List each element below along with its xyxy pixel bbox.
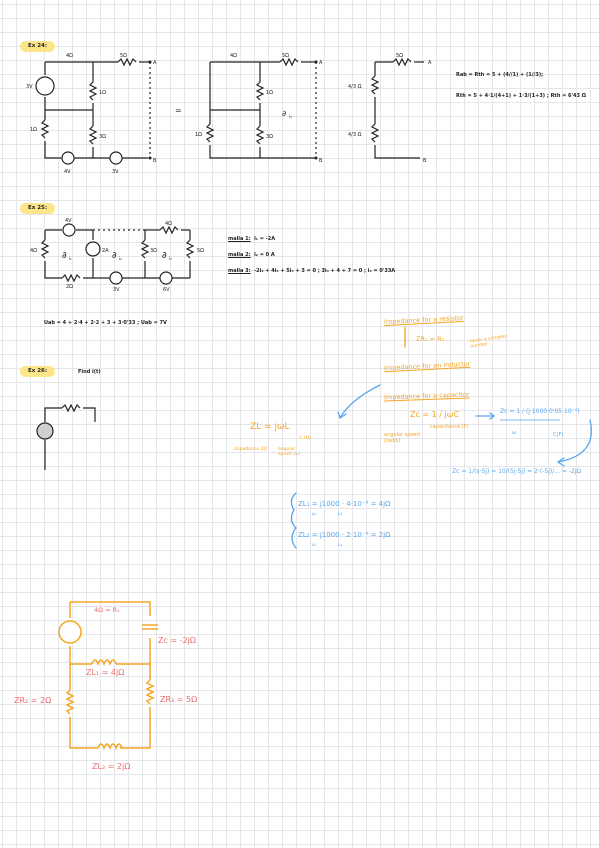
ex24-tag: Ex 24:	[20, 41, 56, 52]
zl-impedance-note: impedance (Ω)	[234, 447, 268, 452]
omega-label: ω	[512, 430, 517, 436]
svg-text:i₃: i₃	[289, 114, 292, 119]
zl1-equation: ZL₁ = j1000 · 4·10⁻³ = 4jΩ	[298, 500, 391, 508]
c-label: C(F)	[553, 432, 564, 438]
mesh2-equation: i₂ = 0 A	[254, 252, 275, 258]
svg-text:4Ω: 4Ω	[165, 221, 172, 227]
svg-text:∂: ∂	[282, 109, 286, 118]
zl-angular-note: angular speed (ω)	[278, 447, 301, 457]
zc-result: Zc = 1/(s·5j) = 10/(5j·5j) = 2·(-5j)/...…	[452, 468, 582, 475]
label: B	[153, 158, 157, 164]
svg-text:∂: ∂	[112, 251, 117, 261]
source-icon	[36, 422, 54, 440]
ex26-tag: Ex 26:	[20, 366, 56, 377]
label: 3Ω	[99, 134, 106, 140]
rab-equation-2: Rth = 5 + 4·1/(4+1) + 1·3/(1+3) ; Rth = …	[456, 93, 587, 99]
label: 5Ω	[282, 53, 289, 59]
label: 5Ω	[396, 53, 403, 59]
label: 4/3 Ω	[348, 132, 362, 138]
label: A	[319, 60, 323, 66]
mesh1-label: malla 1:	[228, 236, 251, 242]
svg-text:6V: 6V	[163, 287, 170, 293]
resistor-equation: ZR₁ = R₁	[416, 335, 445, 343]
label: B	[423, 158, 427, 164]
mesh2-label: malla 2:	[228, 252, 251, 258]
svg-text:3V: 3V	[113, 287, 120, 293]
zr3-label: ZR₃ = 5Ω	[160, 695, 198, 704]
svg-text:4V: 4V	[65, 218, 72, 224]
label: 4Ω	[230, 53, 237, 59]
svg-text:∂: ∂	[62, 251, 67, 261]
svg-text:i₃: i₃	[169, 256, 172, 261]
zl2-label: ZL₂ = 2jΩ	[92, 762, 131, 771]
svg-text:5Ω: 5Ω	[197, 248, 204, 254]
zl-formula: ZL = jωL	[250, 422, 290, 432]
capacitance-note: capacitance (F)	[430, 424, 469, 430]
label: A	[153, 60, 157, 66]
zl1-sub-l: L₁	[338, 512, 343, 517]
label: A	[428, 60, 432, 66]
rab-equation-1: Rab = Rth = 5 + (4//1) + (1//3);	[456, 72, 544, 78]
label: 3V	[112, 169, 119, 175]
zr2-label: ZR₂ = 2Ω	[14, 696, 52, 705]
zc-label: Zc = -2jΩ	[158, 636, 196, 645]
zc-formula: Zc = 1 / jωC	[410, 410, 460, 419]
voltage-source-icon	[35, 76, 55, 96]
current-source-icon	[109, 151, 123, 165]
zl2-sub-omega: ω	[312, 543, 316, 548]
label: 4Ω	[66, 53, 73, 59]
angular-speed-note: angular speed (rad/s)	[384, 432, 420, 444]
label: 1Ω	[266, 90, 273, 96]
equals-sign: =	[175, 106, 182, 115]
label: 3V	[26, 84, 33, 90]
label: 1Ω	[195, 132, 202, 138]
svg-text:2A: 2A	[102, 248, 109, 254]
zl1-label: ZL₁ = 4jΩ	[86, 668, 125, 677]
zl2-equation: ZL₂ = j1000 · 2·10⁻³ = 2jΩ	[298, 531, 391, 539]
zc-long: Zc = 1 / (j·1000·0'05·10⁻³)	[500, 408, 580, 415]
svg-text:2Ω: 2Ω	[66, 284, 73, 290]
svg-text:i₁: i₁	[69, 256, 72, 261]
label: 4/3 Ω	[348, 84, 362, 90]
zl1-sub-omega: ω	[312, 512, 316, 517]
current-source-icon	[61, 151, 75, 165]
label: 1Ω	[30, 127, 37, 133]
mesh1-equation: i₁ = -2A	[254, 236, 276, 242]
uab-equation: Uab = 4 + 2·4 + 2·2 + 3 + 3·0'33 ; Uab =…	[44, 320, 167, 326]
ex25-tag: Ex 25:	[20, 203, 56, 214]
ac-source-icon	[58, 620, 82, 644]
mesh3-label: malla 3:	[228, 268, 251, 274]
label: 1Ω	[99, 90, 106, 96]
svg-text:4Ω: 4Ω	[30, 248, 37, 254]
zl-inductance-note: L (H)	[300, 436, 311, 441]
svg-text:∂: ∂	[162, 251, 167, 261]
svg-text:i₂: i₂	[119, 256, 122, 261]
svg-text:3Ω: 3Ω	[150, 248, 157, 254]
zr1-label: 4Ω = R₁	[94, 606, 120, 614]
label: 4V	[64, 169, 71, 175]
ex26-prompt: Find i(t)	[78, 369, 101, 375]
label: 5Ω	[120, 53, 127, 59]
zl2-sub-l: L₂	[338, 543, 343, 548]
label: 3Ω	[266, 134, 273, 140]
mesh3-equation: -2i₂ + 4i₃ + 5i₃ + 3 = 0 ; 3i₃ + 4 + 7 =…	[254, 268, 396, 274]
label: B	[319, 158, 323, 164]
